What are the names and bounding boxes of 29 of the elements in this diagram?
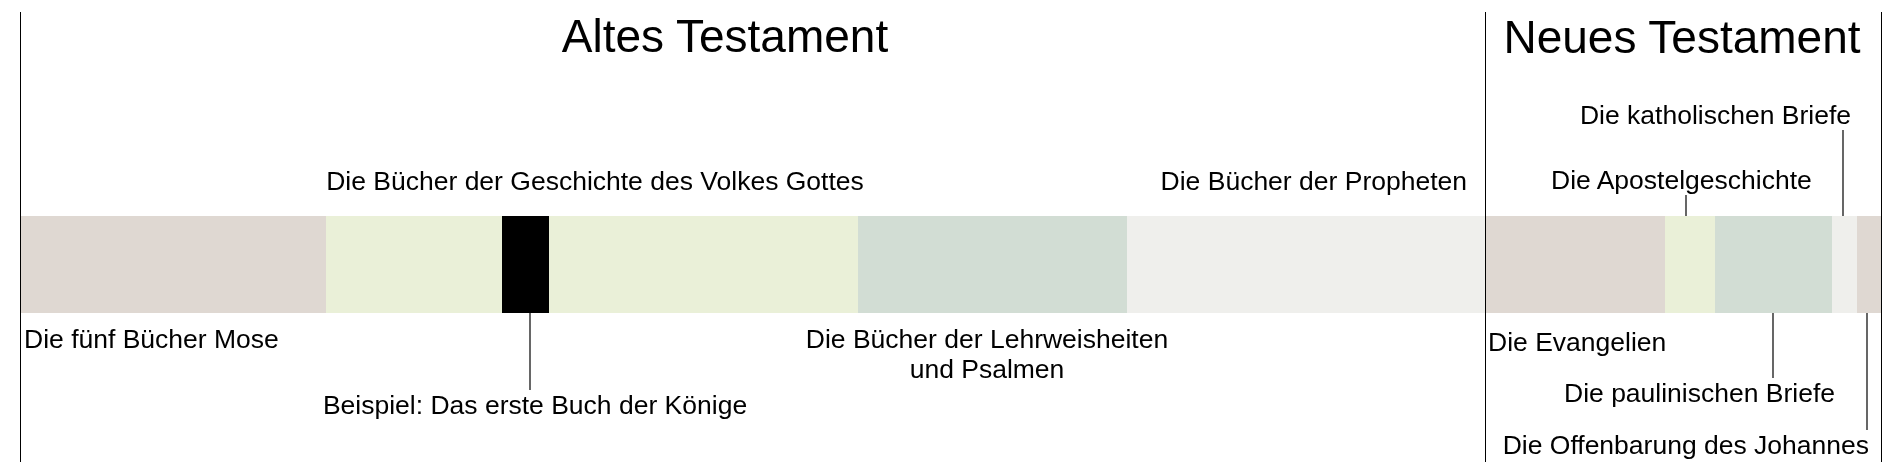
section-heading: Neues Testament — [1503, 14, 1861, 60]
leader-line — [529, 312, 531, 391]
bar-segment — [326, 216, 858, 313]
segment-label: Die Bücher der Lehrweisheiten und Psalmen — [804, 324, 1170, 384]
section-column — [20, 12, 1485, 462]
bar-segment — [1665, 216, 1715, 313]
bar-segment — [858, 216, 1127, 313]
bar-segment — [1127, 216, 1485, 313]
segment-label: Die fünf Bücher Mose — [24, 324, 279, 354]
leader-line — [1842, 129, 1844, 217]
section-column — [1485, 12, 1882, 462]
bar-segment — [21, 216, 326, 313]
segment-label: Die Bücher der Propheten — [1160, 166, 1467, 196]
callout-label: Die Apostelgeschichte — [1551, 165, 1812, 195]
leader-line — [1866, 312, 1868, 431]
leader-line — [1685, 194, 1687, 217]
highlighted-segment — [502, 216, 549, 313]
segment-label: Die Bücher der Geschichte des Volkes Gottes — [326, 166, 864, 196]
bar-segment — [1832, 216, 1857, 313]
callout-label: Die paulinischen Briefe — [1564, 378, 1836, 408]
bar-segment — [1857, 216, 1881, 313]
callout-label: Die Offenbarung des Johannes — [1502, 430, 1869, 460]
segment-label: Die Evangelien — [1488, 327, 1667, 357]
callout-label: Die katholischen Briefe — [1579, 100, 1851, 130]
bar-segment — [1715, 216, 1832, 313]
section-heading: Altes Testament — [561, 13, 889, 59]
callout-label: Beispiel: Das erste Buch der Könige — [322, 390, 748, 420]
bar-segment — [1486, 216, 1665, 313]
leader-line — [1772, 312, 1774, 379]
